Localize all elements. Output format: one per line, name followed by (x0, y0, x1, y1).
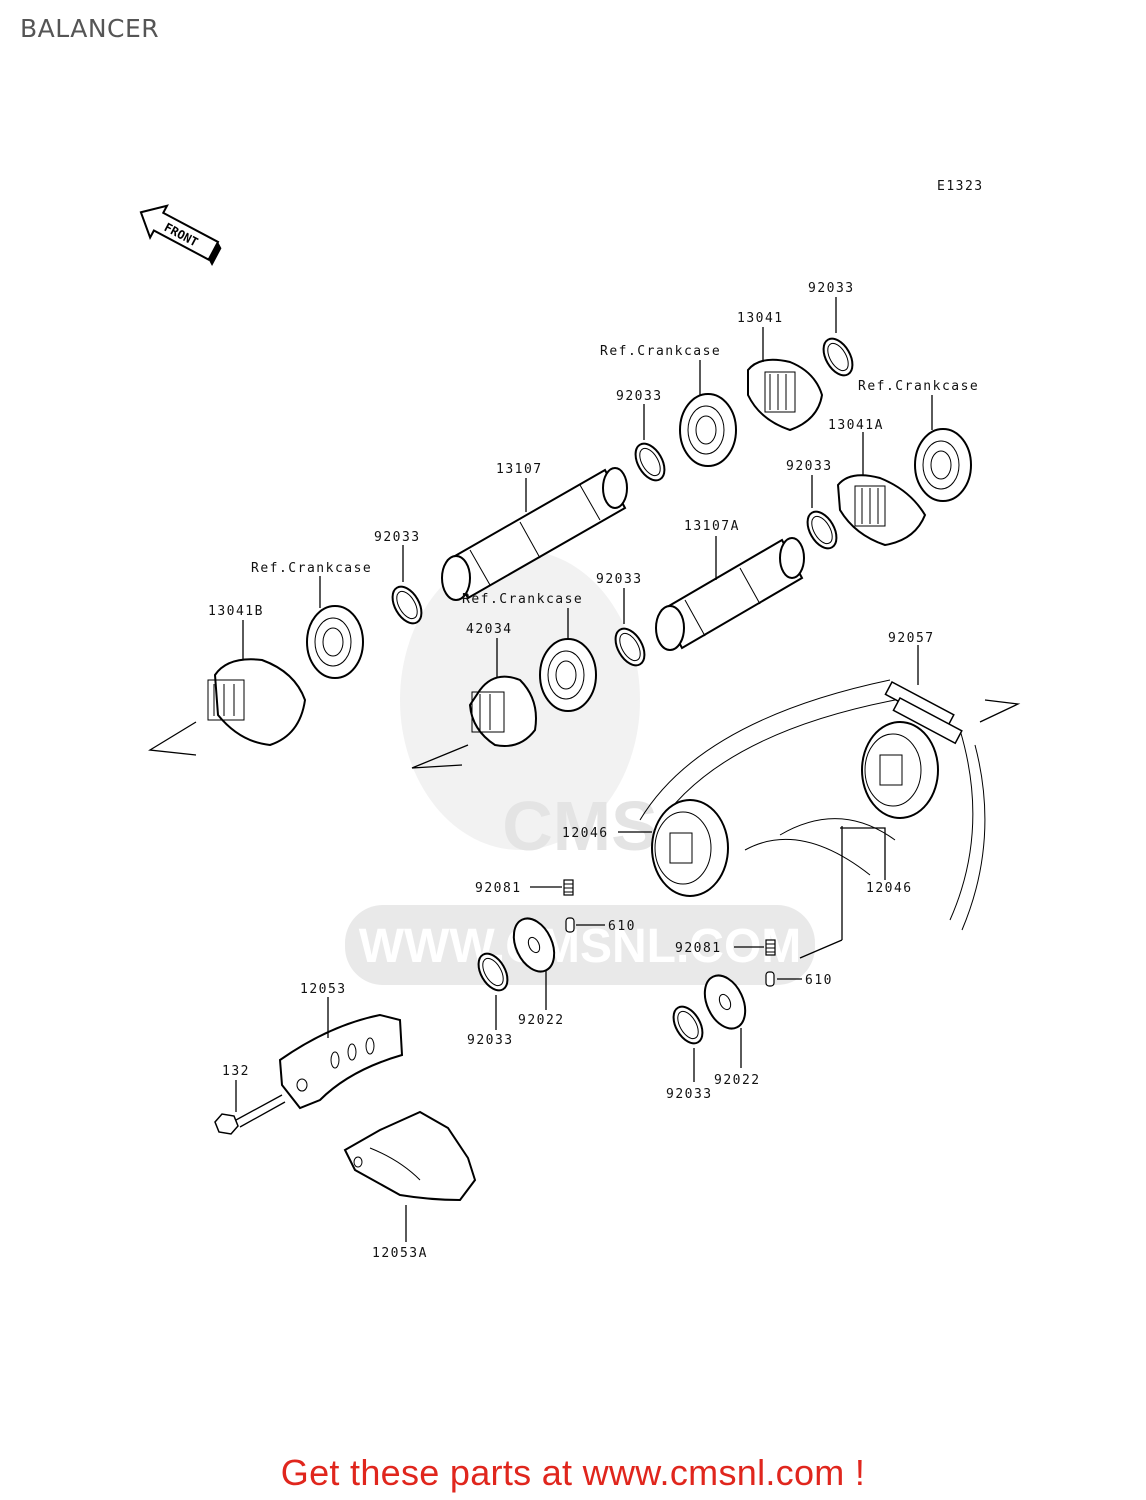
part-ref-crankcase-bearing-1 (679, 393, 737, 467)
part-92033-circlip-f[interactable] (668, 1002, 709, 1049)
watermark-logo: CMS (502, 787, 658, 865)
label-13107: 13107 (496, 462, 543, 477)
diagram-code: E1323 (937, 179, 984, 194)
label-13041a: 13041A (828, 418, 884, 433)
part-13107a-balancer-shaft[interactable] (655, 537, 805, 651)
label-12053: 12053 (300, 982, 347, 997)
label-132: 132 (222, 1064, 250, 1079)
part-92033-circlip-d[interactable] (610, 624, 651, 671)
label-ref-crankcase-3: Ref.Crankcase (251, 561, 372, 576)
label-12046-a: 12046 (562, 826, 609, 841)
part-ref-crankcase-bearing-4 (539, 638, 597, 712)
label-92022-b: 92022 (714, 1073, 761, 1088)
part-92033-circlip-e[interactable] (473, 949, 514, 996)
part-92033-circlip-c[interactable] (387, 582, 428, 629)
label-12046-b: 12046 (866, 881, 913, 896)
label-92057: 92057 (888, 631, 935, 646)
label-13107a: 13107A (684, 519, 740, 534)
label-42034: 42034 (466, 622, 513, 637)
label-92033-d: 92033 (596, 572, 643, 587)
part-ref-crankcase-bearing-3 (306, 605, 364, 679)
cmsnl-watermark: CMS WWW.CMSNL.COM (345, 550, 815, 985)
watermark-text: WWW.CMSNL.COM (359, 920, 802, 973)
part-92033-circlip-a[interactable] (630, 439, 671, 486)
part-13041-balancer-weight[interactable] (747, 358, 824, 432)
footer-link[interactable]: Get these parts at www.cmsnl.com ! (280, 1452, 866, 1493)
part-ref-crankcase-bearing-2 (914, 428, 972, 502)
part-12053-chain-guide[interactable] (278, 1013, 404, 1110)
balancer-parts-diagram: CMS WWW.CMSNL.COM E1323 FRONT 92033 1304… (139, 179, 1021, 1261)
page-title: BALANCER (20, 14, 160, 43)
part-132-bolt[interactable] (214, 1094, 286, 1135)
label-ref-crankcase-2: Ref.Crankcase (858, 379, 979, 394)
part-92081-spring-a[interactable] (563, 879, 574, 896)
part-92081-spring-b[interactable] (765, 939, 776, 956)
label-ref-crankcase-4: Ref.Crankcase (462, 592, 583, 607)
label-92081-b: 92081 (675, 941, 722, 956)
part-92033-circlip-top[interactable] (818, 334, 859, 381)
part-610-pin-a[interactable] (565, 917, 575, 933)
front-arrow-icon: FRONT (139, 204, 222, 266)
part-12046-balancer-sprocket-left[interactable] (651, 799, 729, 897)
label-610-a: 610 (608, 919, 636, 934)
part-610-pin-b[interactable] (765, 971, 775, 987)
part-92057-balancer-chain[interactable] (639, 679, 986, 931)
label-92033-c: 92033 (374, 530, 421, 545)
part-13041a-balancer-weight[interactable] (836, 474, 927, 547)
label-12053a: 12053A (372, 1246, 428, 1261)
label-13041: 13041 (737, 311, 784, 326)
label-92081-a: 92081 (475, 881, 522, 896)
label-92033-e: 92033 (467, 1033, 514, 1048)
label-92033-f: 92033 (666, 1087, 713, 1102)
label-92022-a: 92022 (518, 1013, 565, 1028)
label-ref-crankcase-1: Ref.Crankcase (600, 344, 721, 359)
label-92033-a: 92033 (616, 389, 663, 404)
part-92022-washer-b[interactable] (697, 969, 753, 1035)
part-42034-balancer-drive-gear[interactable] (468, 675, 537, 747)
label-92033-b: 92033 (786, 459, 833, 474)
part-12053a-chain-guide[interactable] (343, 1110, 477, 1202)
label-610-b: 610 (805, 973, 833, 988)
part-13107-balancer-shaft[interactable] (441, 467, 628, 601)
part-92033-circlip-b[interactable] (802, 507, 843, 554)
label-92033-top: 92033 (808, 281, 855, 296)
part-13041b-balancer-weight[interactable] (207, 658, 307, 747)
label-13041b: 13041B (208, 604, 264, 619)
part-12046-balancer-sprocket-right[interactable] (861, 721, 939, 819)
